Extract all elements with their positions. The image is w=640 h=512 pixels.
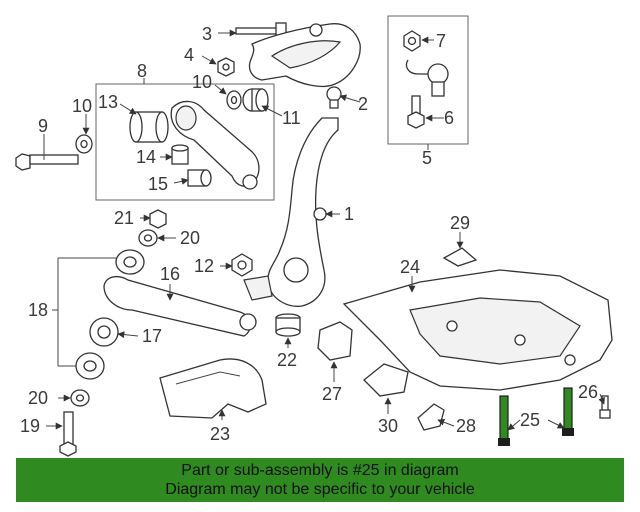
part-13-bushing — [129, 111, 169, 143]
part-28-bracket — [417, 403, 445, 431]
callout-3: 3 — [202, 24, 212, 44]
callout-1: 1 — [344, 204, 354, 224]
callout-21: 21 — [114, 208, 134, 228]
callout-30: 30 — [378, 416, 398, 436]
part-20-washer-upper — [138, 229, 158, 247]
part-17-bushing — [89, 317, 119, 347]
part-2-upper-control-arm — [248, 23, 361, 109]
part-6-bolt — [407, 95, 425, 129]
parts-diagram: 3 4 10 2 11 7 6 5 8 9 10 13 14 15 1 21 2… — [15, 15, 613, 457]
part-24-subframe — [342, 269, 613, 391]
info-banner: Part or sub-assembly is #25 in diagram D… — [16, 458, 624, 502]
callout-18: 18 — [28, 300, 48, 320]
callout-10-upper: 10 — [192, 72, 212, 92]
group-box-5 — [387, 15, 469, 145]
part-5-ball-joint — [405, 59, 449, 97]
callout-14: 14 — [136, 147, 156, 167]
callout-29: 29 — [450, 213, 470, 233]
callout-23: 23 — [210, 424, 230, 444]
part-30-bracket — [363, 363, 409, 397]
callout-11: 11 — [282, 108, 301, 128]
callout-27: 27 — [322, 384, 342, 404]
callout-20-upper: 20 — [180, 228, 200, 248]
callout-7: 7 — [436, 31, 446, 51]
callout-17: 17 — [142, 326, 162, 346]
part-29-bracket — [442, 247, 478, 267]
callout-20-lower: 20 — [28, 388, 48, 408]
callout-5: 5 — [422, 148, 432, 168]
part-27-bracket — [317, 321, 353, 361]
part-21-nut — [149, 209, 167, 229]
callout-19: 19 — [20, 416, 40, 436]
callout-22: 22 — [277, 350, 297, 370]
part-22-bushing — [275, 313, 301, 337]
part-7-nut — [403, 30, 421, 52]
part-4-nut — [217, 57, 235, 77]
part-20-washer-lower — [70, 389, 90, 407]
part-19-bolt — [59, 411, 77, 457]
callout-28: 28 — [456, 416, 476, 436]
callout-8: 8 — [137, 61, 147, 81]
part-12-nut — [231, 253, 253, 277]
part-10-washer-lower — [75, 134, 93, 154]
part-11-bushing — [242, 88, 269, 112]
part-26-bolt — [599, 395, 611, 419]
banner-line-1: Part or sub-assembly is #25 in diagram — [181, 462, 459, 479]
callout-9: 9 — [38, 116, 48, 136]
part-18-bushing-lower — [75, 352, 105, 380]
callout-6: 6 — [444, 108, 454, 128]
part-15-bushing — [187, 169, 212, 187]
part-16-lower-control-arm — [103, 275, 257, 337]
callout-4: 4 — [184, 45, 194, 65]
leader-lines — [43, 29, 605, 431]
banner-line-2: Diagram may not be specific to your vehi… — [165, 481, 475, 498]
part-23-splash-shield — [159, 358, 267, 419]
part-8-lower-link-arm — [170, 100, 260, 190]
part-9-bolt — [15, 153, 79, 171]
callout-2: 2 — [358, 94, 368, 114]
group-box-8 — [95, 83, 275, 201]
callout-15: 15 — [148, 174, 168, 194]
part-25-bolt-left — [498, 395, 510, 446]
part-25-bolt-right — [562, 387, 574, 436]
part-18-bushing-upper — [115, 249, 145, 275]
callout-25: 25 — [520, 410, 540, 430]
callout-16: 16 — [160, 264, 180, 284]
callout-13: 13 — [98, 92, 118, 112]
part-14-bushing — [171, 144, 189, 165]
part-1-steering-knuckle — [243, 117, 339, 307]
part-10-washer-upper — [226, 90, 242, 110]
callout-24: 24 — [400, 257, 420, 277]
callout-26: 26 — [578, 382, 598, 402]
callout-12: 12 — [194, 256, 214, 276]
callout-10-lower: 10 — [72, 96, 92, 116]
